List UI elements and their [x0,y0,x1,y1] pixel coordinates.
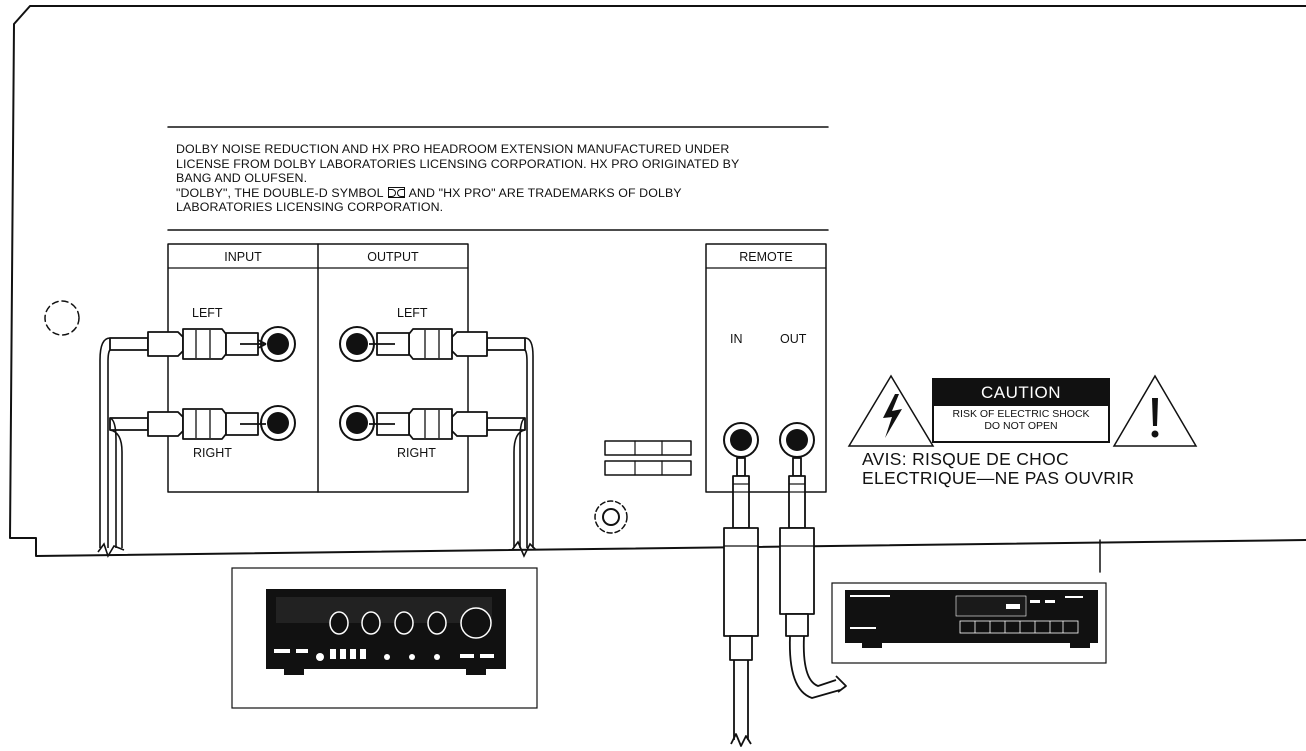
jack-input-right [260,405,296,441]
remote-out-label: OUT [780,332,807,346]
dolby-license-notice: DOLBY NOISE REDUCTION AND HX PRO HEADROO… [176,142,826,215]
output-left-label: LEFT [397,306,428,320]
rca-plug-output-left [369,328,526,360]
avis-line-2: ELECTRIQUE—NE PAS OUVRIR [862,468,1135,488]
jack-remote-out [779,422,815,458]
notice-line-5: LABORATORIES LICENSING CORPORATION. [176,200,444,214]
chassis-outline [9,5,1306,557]
jack-output-right [339,405,375,441]
fuse-slot [604,440,692,456]
rca-plug-input-right [109,408,266,440]
caution-line-1: RISK OF ELECTRIC SHOCK [952,408,1090,420]
mini-plug-remote-out [779,457,847,699]
avis-warning-text: AVIS: RISQUE DE CHOC ELECTRIQUE—NE PAS O… [862,450,1134,488]
jack-output-left [339,326,375,362]
cable-input-left [99,337,111,548]
notice-line-4-end: AND "HX PRO" ARE TRADEMARKS OF DOLBY [408,185,682,200]
output-right-label: RIGHT [397,446,436,460]
notice-line-4-start: "DOLBY", THE DOUBLE-D SYMBOL [176,185,384,200]
remote-header: REMOTE [739,250,793,264]
notice-line-1: DOLBY NOISE REDUCTION AND HX PRO HEADROO… [176,142,730,156]
rca-plug-output-right [369,408,526,440]
cable-input-right [109,417,123,548]
notice-line-3: BANG AND OLUFSEN. [176,171,308,185]
cable-output-left [524,337,534,548]
fuse-slot [604,460,692,476]
caution-line-2: DO NOT OPEN [984,419,1058,432]
input-right-label: RIGHT [193,446,232,460]
exclamation-warning-icon [1112,374,1198,447]
input-header: INPUT [224,250,262,264]
cable-output-right [513,417,526,548]
caution-title: CAUTION [934,380,1108,406]
remote-panel [705,243,827,493]
avis-line-1: AVIS: RISQUE DE CHOC [862,449,1069,469]
mounting-hole [44,300,80,336]
double-d-icon [387,186,405,198]
notice-line-2: LICENSE FROM DOLBY LABORATORIES LICENSIN… [176,156,740,171]
ground-screw [594,500,628,534]
amplifier-device [231,567,538,709]
input-left-label: LEFT [192,306,223,320]
output-header: OUTPUT [367,250,419,264]
rca-plug-input-left [109,328,267,360]
mini-plug-remote-in [723,457,759,747]
jack-remote-in [723,422,759,458]
remote-in-label: IN [730,332,743,346]
lightning-warning-icon [847,374,935,447]
jack-input-left [260,326,296,362]
tuner-device [831,582,1107,664]
notice-line-4: "DOLBY", THE DOUBLE-D SYMBOL AND "HX PRO… [176,186,826,201]
caution-label: CAUTION RISK OF ELECTRIC SHOCK DO NOT OP… [932,378,1110,443]
